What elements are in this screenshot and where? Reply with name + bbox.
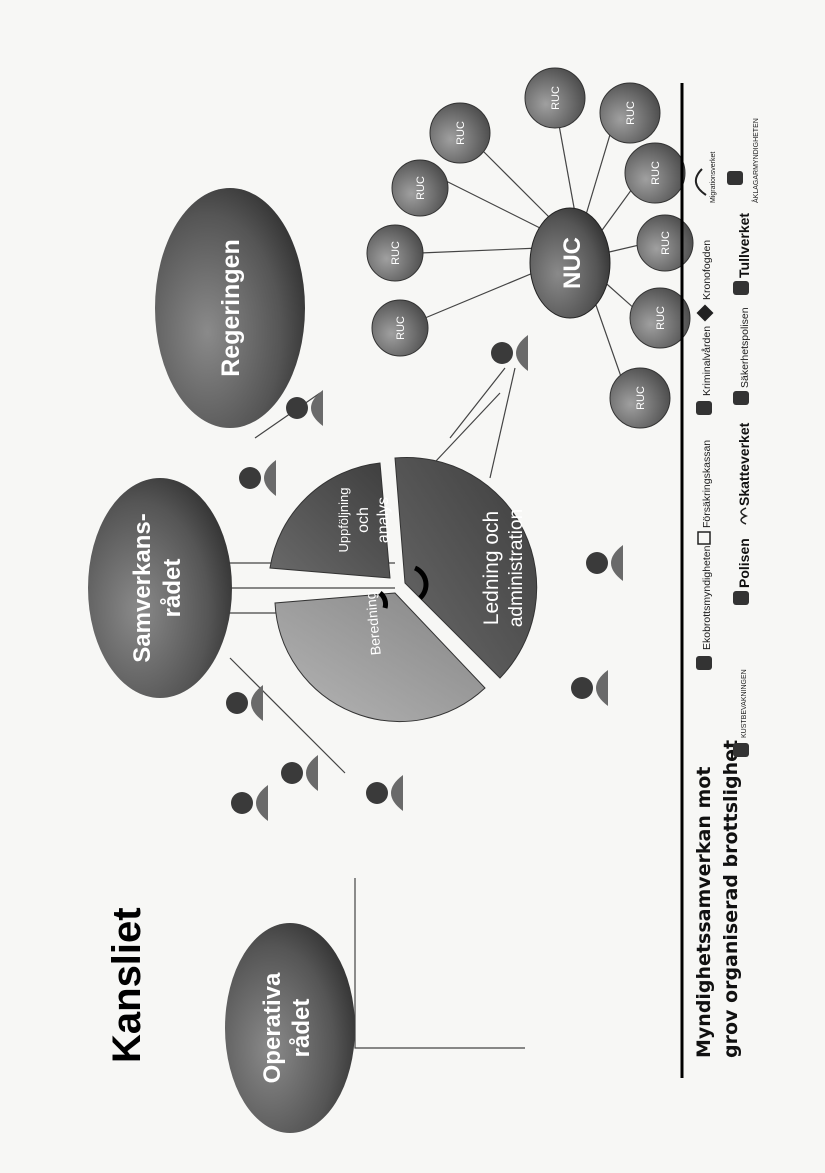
connector-nuc-3: [489, 367, 516, 479]
slide-title: Kansliet: [105, 907, 149, 1063]
ruc-label: RUC: [635, 386, 647, 410]
crest-icon: [727, 171, 743, 185]
segment-beredning-label: Beredning: [362, 591, 384, 656]
oval-operativa-line1: Operativa: [259, 972, 286, 1083]
oval-operativa: Operativa rådet: [225, 923, 355, 1133]
ruc-circle: RUC: [366, 224, 424, 282]
ruc-label: RUC: [395, 316, 407, 340]
ruc-link-4: [479, 147, 551, 219]
logo-row-2: KUSTBEVAKNINGEN Polisen Skatteverket Säk…: [727, 118, 760, 757]
ruc-label: RUC: [415, 176, 427, 200]
logo-kriminalvarden: Kriminalvården: [701, 326, 713, 396]
logo-kustbevakningen: KUSTBEVAKNINGEN: [741, 669, 748, 738]
person-icon: [281, 755, 318, 791]
ruc-label: RUC: [655, 306, 667, 330]
footer-title-line2: grov organiserad brottslighet: [720, 740, 742, 1058]
wave-logo-icon: [740, 507, 749, 525]
oval-samverkans-shape: [88, 478, 232, 698]
crest-icon: [696, 401, 712, 415]
ruc-label: RUC: [625, 101, 637, 125]
connector-nuc-2: [449, 367, 506, 439]
rotated-slide: Kansliet Operativa rådet Samverkans- råd…: [88, 67, 760, 1133]
ruc-circle: RUC: [599, 82, 661, 144]
ruc-circle: RUC: [524, 67, 586, 129]
oval-nuc-shape: [529, 207, 611, 319]
person-icon: [491, 335, 528, 371]
ruc-label: RUC: [650, 161, 662, 185]
logo-sakerhetspolisen: Säkerhetspolisen: [739, 307, 751, 388]
ruc-link-2: [419, 247, 541, 254]
person-icon: [231, 785, 268, 821]
person-icon: [571, 670, 608, 706]
connector-beredning-operativa: [229, 657, 346, 774]
oval-regeringen-shape: [155, 188, 305, 428]
person-icon: [226, 685, 263, 721]
logo-ekobrottsmyndigheten: Ekobrottsmyndigheten: [701, 545, 713, 650]
ruc-circle: RUC: [629, 287, 691, 349]
logo-row-1: Ekobrottsmyndigheten Försäkringskassan K…: [695, 152, 717, 670]
ruc-label: RUC: [390, 241, 402, 265]
ruc-circle: RUC: [429, 102, 491, 164]
logo-migrationsverket: Migrationsverket: [710, 152, 717, 203]
crest-icon: [733, 591, 749, 605]
segment-joint-2: [378, 591, 388, 609]
crest-icon: [733, 281, 749, 295]
person-icon: [239, 460, 276, 496]
segment-ledning-line1: Ledning och: [480, 511, 503, 625]
person-icon: [366, 775, 403, 811]
ruc-link-1: [424, 267, 546, 319]
oval-operativa-line2: rådet: [288, 999, 315, 1058]
ruc-label: RUC: [550, 86, 562, 110]
crest-icon: [733, 743, 749, 757]
logo-tullverket: Tullverket: [736, 213, 752, 278]
connector-regeringen: [254, 392, 321, 439]
ruc-circles: RUC RUC RUC RUC RUC RUC RUC RUC RUC RUC: [366, 67, 694, 429]
ruc-circle: RUC: [636, 214, 694, 272]
oval-regeringen-label: Regeringen: [217, 239, 245, 377]
person-icon: [286, 390, 323, 426]
ruc-circle: RUC: [624, 142, 686, 204]
ruc-label: RUC: [660, 231, 672, 255]
segment-ledning: [394, 456, 538, 679]
oval-nuc: NUC: [529, 207, 611, 319]
diamond-logo-icon: [696, 304, 714, 322]
oval-nuc-label: NUC: [559, 237, 586, 289]
oval-samverkans: Samverkans- rådet: [88, 478, 232, 698]
person-icons: [226, 335, 623, 821]
segment-uppfoljning-line2: och: [355, 507, 372, 533]
ruc-label: RUC: [455, 121, 467, 145]
segment-uppfoljning: [269, 462, 391, 579]
ruc-circle: RUC: [609, 367, 671, 429]
ruc-circle: RUC: [371, 299, 429, 357]
oval-regeringen: Regeringen: [155, 188, 305, 428]
segment-ledning-line2: administration: [506, 509, 527, 627]
oval-samverkans-line2: rådet: [159, 559, 186, 618]
central-circle: Beredning Uppföljning och analys Ledning…: [269, 456, 538, 722]
connector-operativa: [354, 878, 525, 1049]
ruc-circle: RUC: [391, 159, 449, 217]
person-icon: [586, 545, 623, 581]
segment-joint-1: [413, 565, 429, 600]
ruc-link-3: [439, 177, 541, 229]
logo-kronofogden: Kronofogden: [701, 240, 713, 300]
segment-beredning: [274, 592, 486, 722]
oval-samverkans-line1: Samverkans-: [129, 513, 156, 662]
square-logo-icon: [697, 531, 711, 545]
footer-title-line1: Myndighetssamverkan mot: [693, 767, 715, 1058]
oval-operativa-shape: [225, 923, 355, 1133]
logo-forsakringskassan: Försäkringskassan: [701, 440, 713, 528]
crest-icon: [696, 656, 712, 670]
swoosh-logo-icon: [695, 168, 707, 196]
logo-polisen: Polisen: [736, 538, 752, 588]
crest-icon: [733, 391, 749, 405]
segment-uppfoljning-line3: analys: [375, 497, 392, 543]
segment-uppfoljning-line1: Uppföljning: [336, 487, 351, 552]
logo-skatteverket: Skatteverket: [736, 422, 752, 506]
logo-aklagarmyndigheten: ÅKLAGARMYNDIGHETEN: [751, 118, 760, 203]
